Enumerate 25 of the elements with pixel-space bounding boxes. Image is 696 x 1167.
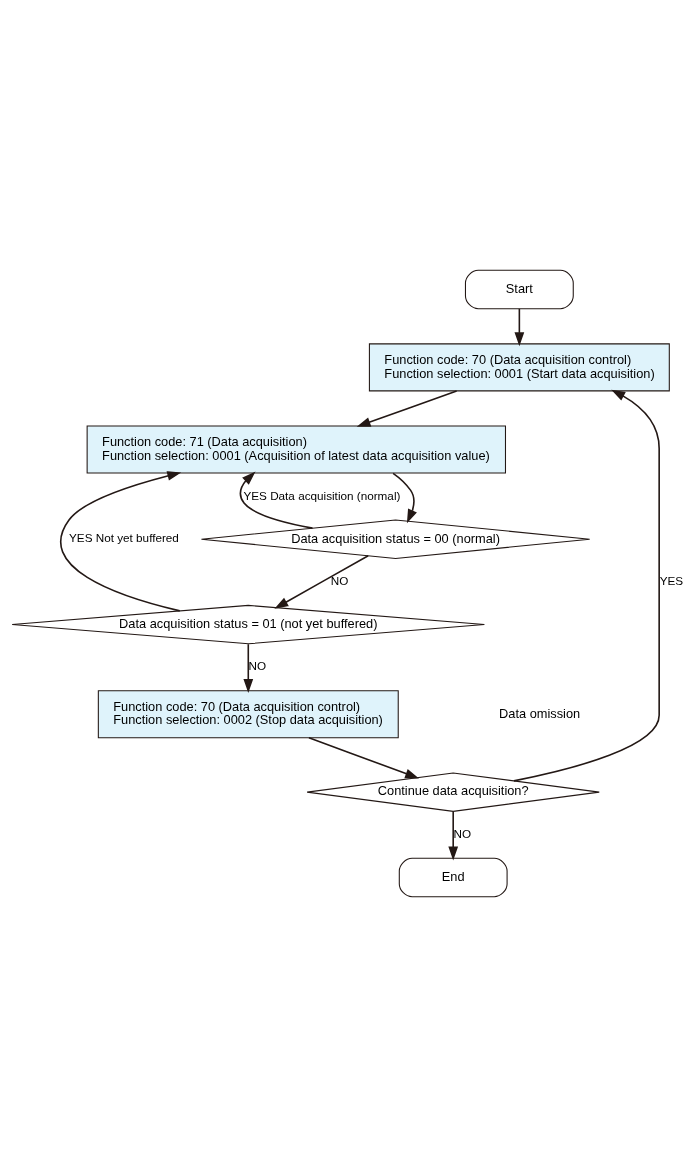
node-box: End — [398, 857, 508, 898]
edge-label: YES Not yet buffered — [69, 531, 179, 545]
node-box: Function code: 71 (Data acquisition) Function selection: 0001 (Acquisition of latest data acquisition value) — [86, 425, 507, 474]
node-box: Start — [464, 269, 574, 310]
edge-label: YES Data acquisition (normal) — [243, 488, 401, 502]
node-diamond: Continue data acquisition? — [306, 772, 600, 812]
node-box: Function code: 70 (Data acquisition control) Function selection: 0001 (Start data acquisition) — [368, 343, 670, 392]
edge-label: YES — [659, 573, 684, 587]
edge-label: NO — [453, 826, 472, 840]
arrow — [59, 471, 182, 612]
node-box: Function code: 70 (Data acquisition control) Function selection: 0002 (Stop data acquisition) — [97, 690, 399, 739]
arrow — [513, 389, 660, 782]
arrow — [392, 472, 417, 524]
arrow — [239, 471, 314, 529]
arrow — [274, 554, 369, 609]
node-diamond: Data acquisition status = 01 (not yet buffered) — [11, 604, 485, 645]
label: Data omission — [499, 705, 581, 721]
node-diamond: Data acquisition status = 00 (normal) — [200, 519, 591, 559]
edge-label: NO — [330, 573, 349, 587]
edge-label: NO — [248, 659, 267, 673]
arrow — [448, 810, 459, 861]
arrow — [356, 390, 458, 427]
arrow — [514, 308, 525, 347]
arrow — [243, 643, 254, 694]
arrow — [308, 736, 420, 779]
